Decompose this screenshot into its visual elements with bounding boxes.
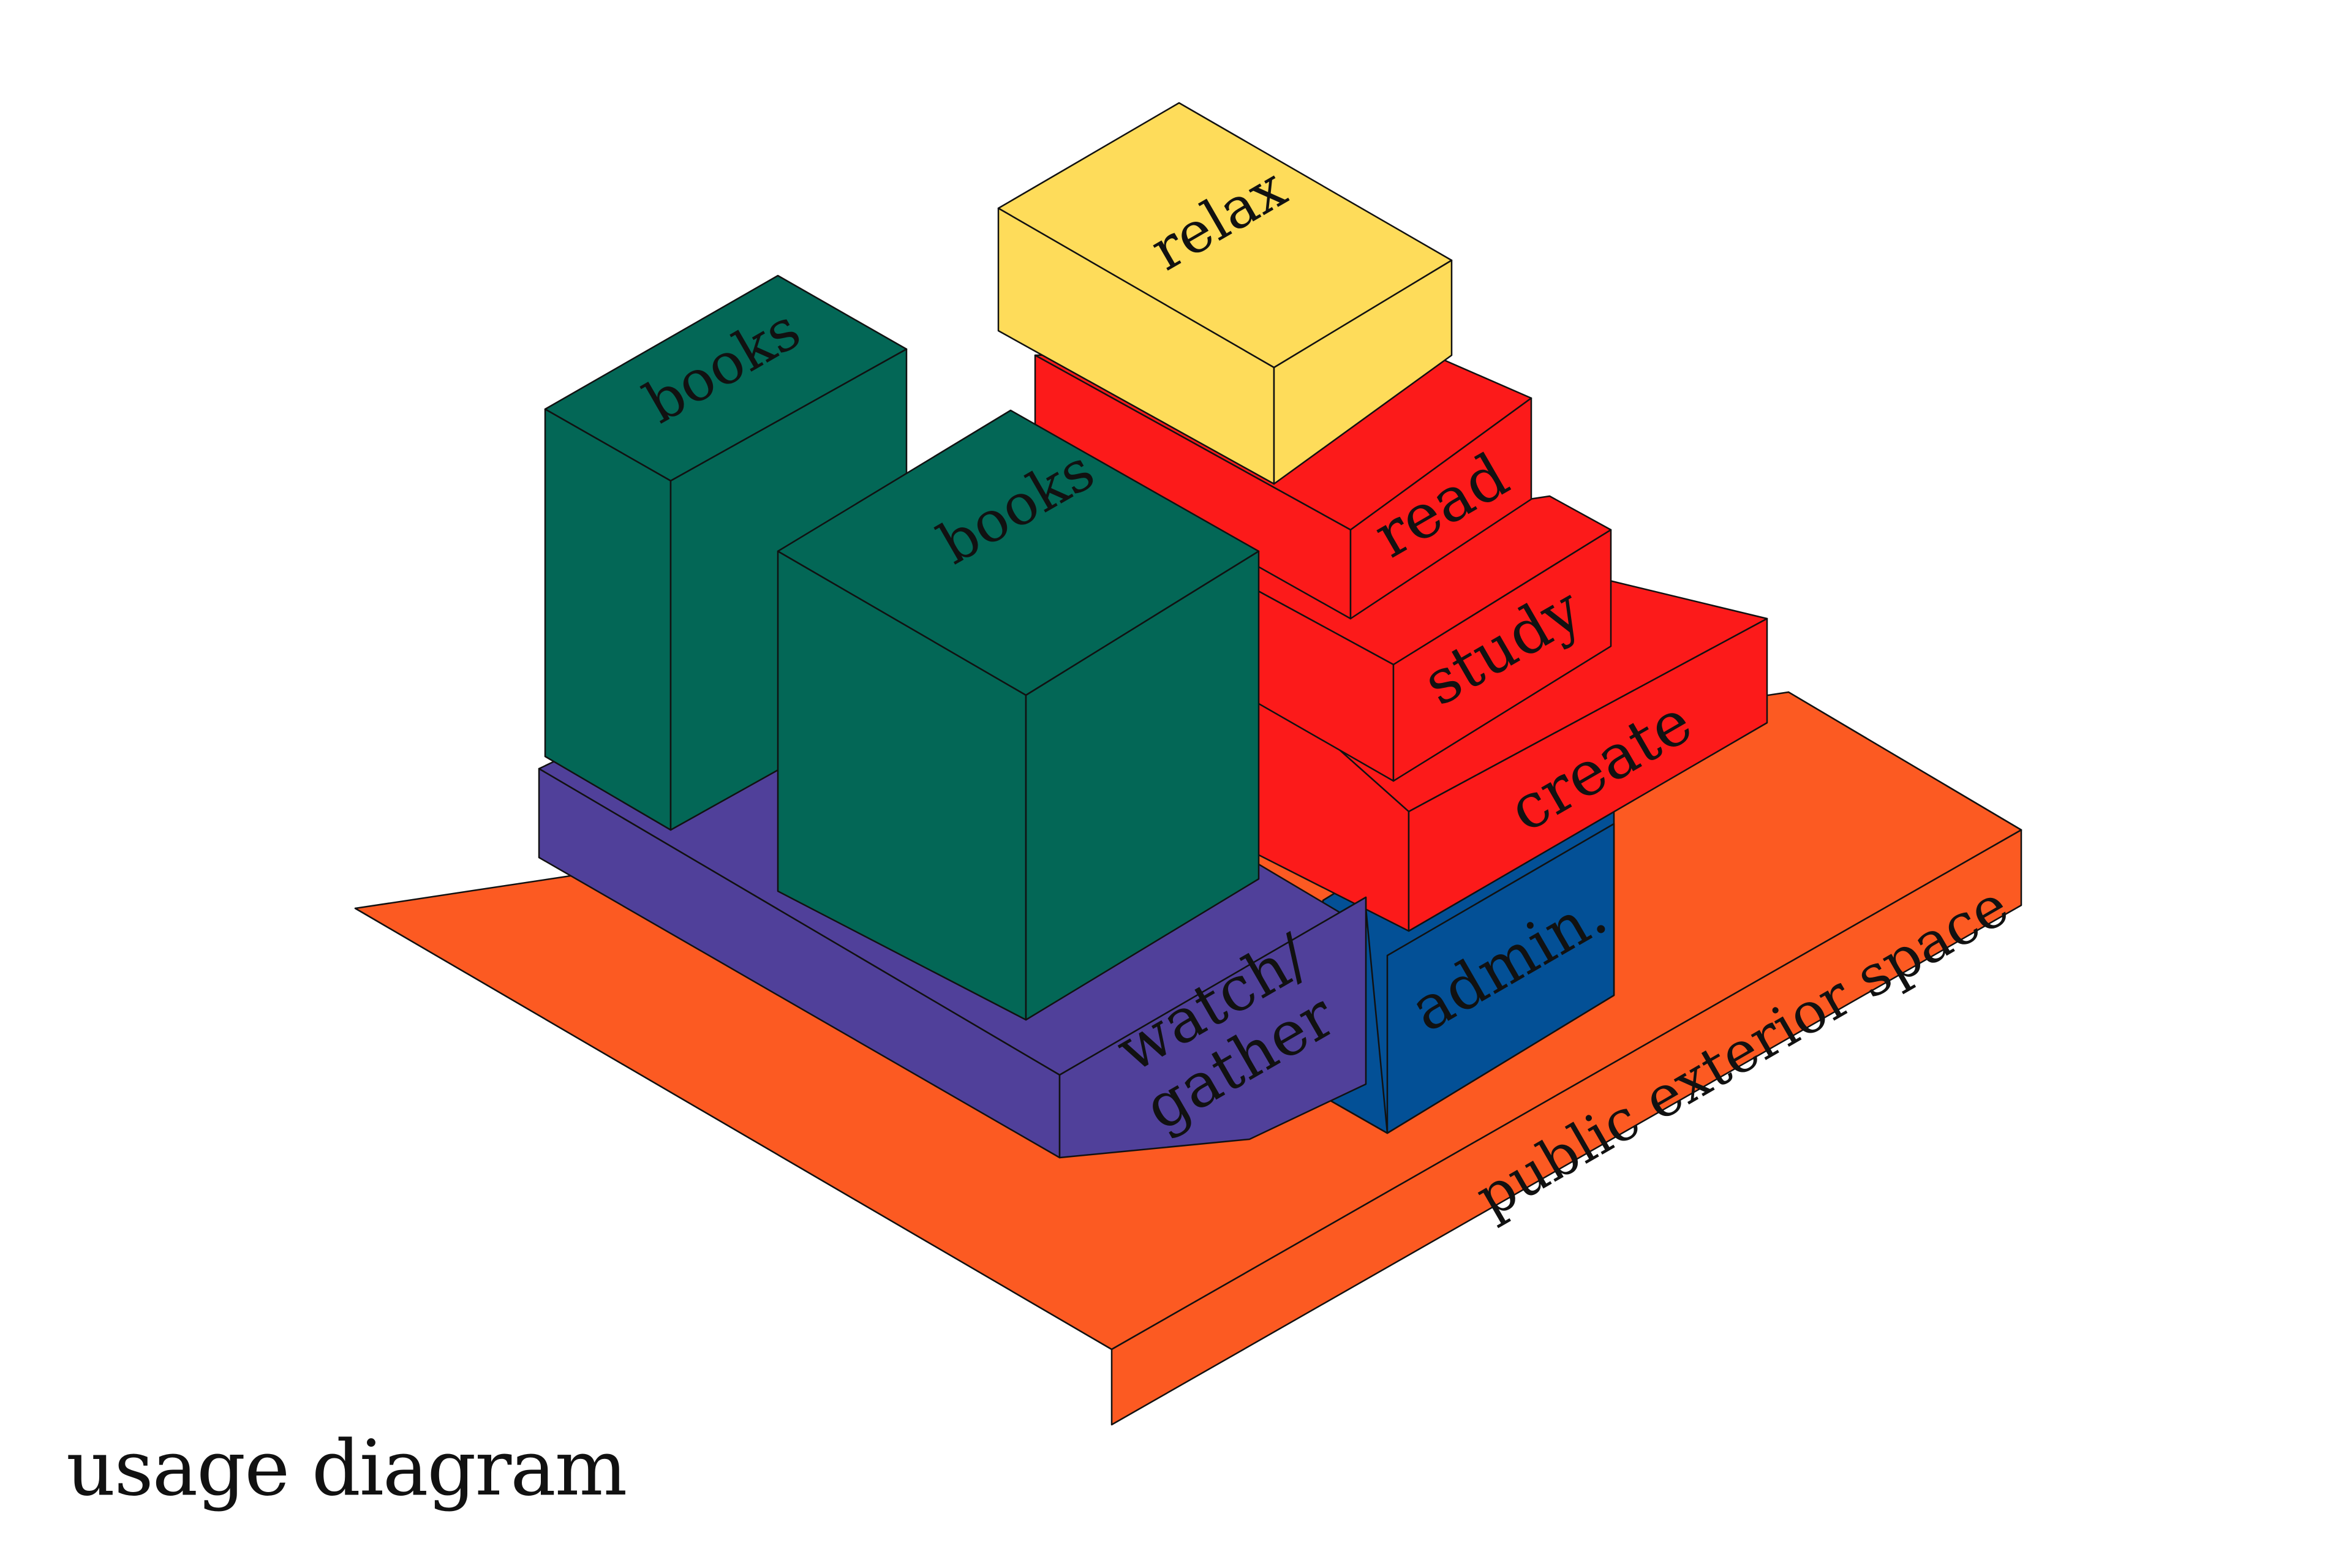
zone-relax: relax [997,102,1453,485]
diagram-title: usage diagram [66,1424,627,1513]
zone-books-front: books [777,409,1260,1021]
